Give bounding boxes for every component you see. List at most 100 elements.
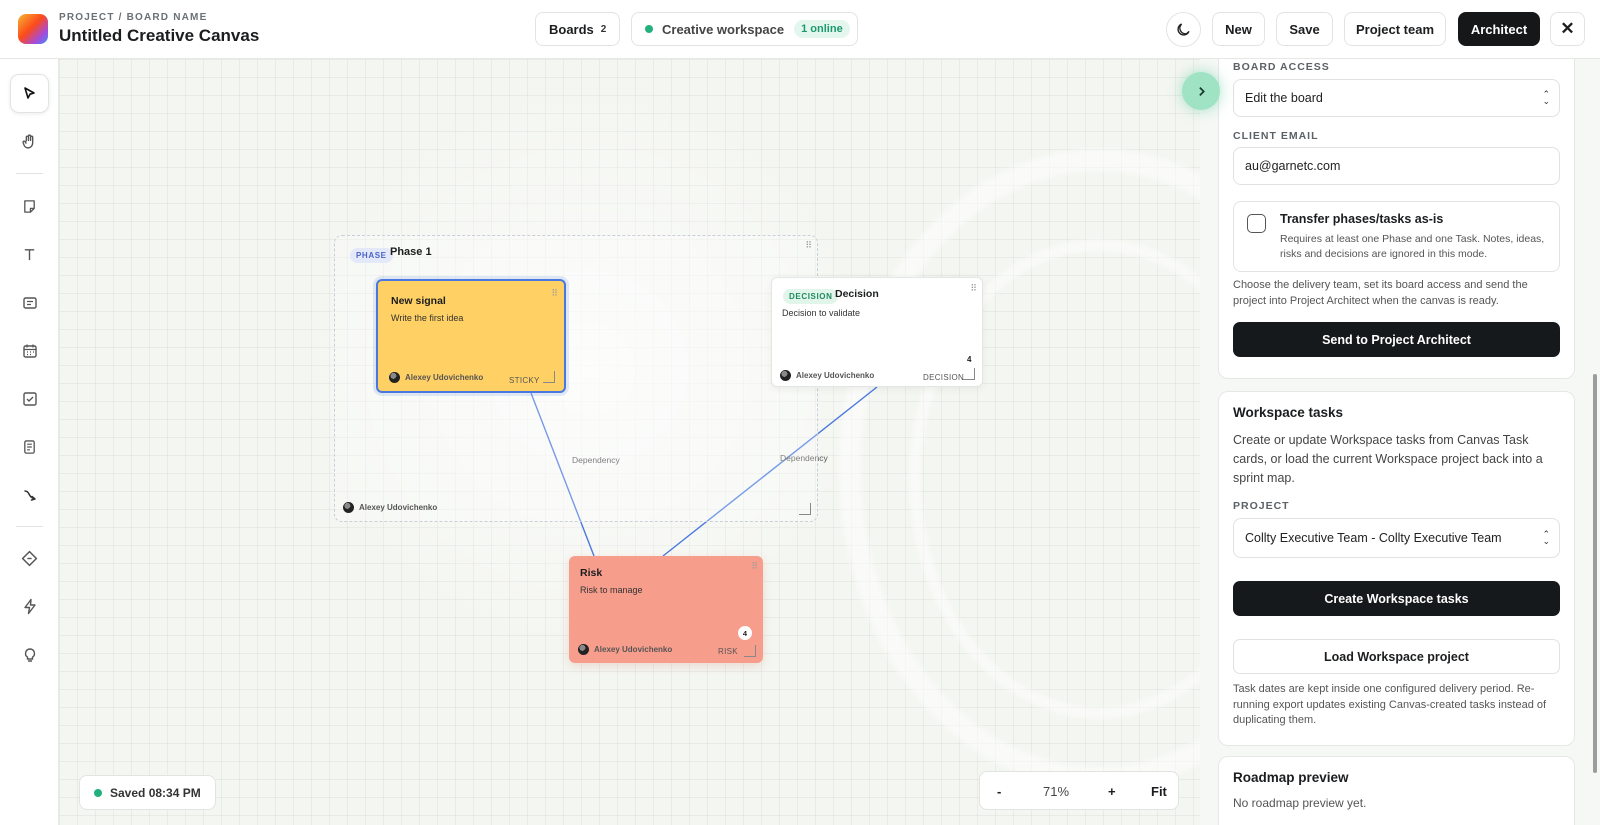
tool-text[interactable] <box>10 235 49 274</box>
tool-card[interactable] <box>10 283 49 322</box>
chevron-updown-icon: ⌃⌄ <box>1542 529 1550 546</box>
lightning-icon <box>23 598 36 615</box>
connection-layer <box>530 386 878 557</box>
text-icon <box>24 249 35 261</box>
tool-document[interactable] <box>10 427 49 466</box>
workspace-tasks-section <box>1218 391 1575 746</box>
document-icon <box>24 439 35 454</box>
close-button[interactable]: ✕ <box>1550 12 1585 46</box>
client-email-field[interactable]: au@garnetc.com <box>1233 147 1560 185</box>
card-type-label: STICKY <box>509 376 540 385</box>
tool-sticky[interactable] <box>10 187 49 226</box>
tool-pan[interactable] <box>10 122 49 161</box>
board-access-select[interactable]: Edit the board ⌃⌄ <box>1233 79 1560 117</box>
client-email-label: CLIENT EMAIL <box>1233 130 1319 142</box>
zoom-level: 71% <box>1043 784 1070 799</box>
panel-scrollbar[interactable] <box>1593 374 1597 773</box>
load-workspace-project-button[interactable]: Load Workspace project <box>1233 639 1560 674</box>
workspace-presence[interactable]: Creative workspace 1 online <box>631 12 858 46</box>
board-canvas[interactable]: Dependency Dependency PHASE Phase 1 ⠿ Al… <box>59 59 1200 825</box>
transfer-title: Transfer phases/tasks as-is <box>1280 212 1444 226</box>
card-description[interactable]: Risk to manage <box>580 585 643 595</box>
tool-risk[interactable] <box>10 587 49 626</box>
drag-handle-icon[interactable]: ⠿ <box>805 240 812 250</box>
saved-label: Saved 08:34 PM <box>110 785 201 800</box>
avatar <box>389 372 400 383</box>
zoom-controls: - 71% + Fit <box>979 771 1179 810</box>
dates-note: Task dates are kept inside one configure… <box>1233 683 1547 726</box>
panel-collapse-button[interactable] <box>1182 72 1220 110</box>
card-description[interactable]: Write the first idea <box>391 313 464 323</box>
transfer-description: Requires at least one Phase and one Task… <box>1280 233 1545 260</box>
edge-label: Dependency <box>572 455 620 465</box>
drag-handle-icon[interactable]: ⠿ <box>970 283 977 293</box>
avatar <box>343 502 354 513</box>
boards-label: Boards <box>549 21 594 37</box>
phase-owner: Alexey Udovichenko <box>343 502 437 513</box>
resize-handle[interactable] <box>744 645 756 657</box>
roadmap-title: Roadmap preview <box>1233 770 1349 785</box>
card-type-label: DECISION <box>923 373 965 382</box>
zoom-in-button[interactable]: + <box>1108 784 1116 799</box>
card-count: 4 <box>967 355 972 364</box>
sticky-card[interactable]: New signal Write the first idea ⠿ Alexey… <box>376 279 566 393</box>
tool-select[interactable] <box>10 74 49 113</box>
save-button[interactable]: Save <box>1276 12 1333 46</box>
tool-task[interactable] <box>10 379 49 418</box>
phase-title[interactable]: Phase 1 <box>390 246 432 258</box>
tool-idea[interactable] <box>10 636 49 675</box>
transfer-option[interactable]: Transfer phases/tasks as-is Requires at … <box>1233 201 1560 272</box>
drag-handle-icon[interactable]: ⠿ <box>751 561 758 571</box>
transfer-checkbox[interactable] <box>1247 214 1266 233</box>
tool-sidebar <box>0 59 59 825</box>
chevron-right-icon <box>1198 86 1205 96</box>
online-badge: 1 online <box>794 20 850 38</box>
decision-badge: DECISION <box>783 289 839 304</box>
decision-card[interactable]: DECISION Decision Decision to validate ⠿… <box>771 277 983 387</box>
owner-name: Alexey Udovichenko <box>405 373 484 382</box>
board-access-value: Edit the board <box>1245 91 1323 105</box>
diamond-icon <box>21 550 38 567</box>
card-description[interactable]: Decision to validate <box>782 308 861 318</box>
drag-handle-icon[interactable]: ⠿ <box>551 288 558 298</box>
card-title[interactable]: Decision <box>835 288 879 300</box>
delivery-note: Choose the delivery team, set its board … <box>1233 279 1528 307</box>
checkbox-icon <box>22 391 37 406</box>
resize-handle[interactable] <box>543 371 555 383</box>
create-workspace-tasks-button[interactable]: Create Workspace tasks <box>1233 581 1560 616</box>
saved-dot <box>94 788 102 797</box>
owner-name: Alexey Udovichenko <box>796 371 875 380</box>
theme-toggle-button[interactable] <box>1166 12 1201 47</box>
tool-decision[interactable] <box>10 539 49 578</box>
project-select[interactable]: Collty Executive Team - Collty Executive… <box>1233 518 1560 558</box>
card-title[interactable]: Risk <box>580 567 603 579</box>
top-bar: PROJECT / BOARD NAME Untitled Creative C… <box>0 0 1600 59</box>
tool-calendar[interactable] <box>10 331 49 370</box>
architect-button[interactable]: Architect <box>1458 12 1540 46</box>
resize-handle[interactable] <box>799 503 811 515</box>
card-owner: Alexey Udovichenko <box>578 644 672 655</box>
dependency-edge[interactable] <box>662 386 878 557</box>
owner-name: Alexey Udovichenko <box>594 645 673 654</box>
risk-card[interactable]: Risk Risk to manage ⠿ 4 Alexey Udovichen… <box>569 556 763 663</box>
project-eyebrow: PROJECT / BOARD NAME <box>59 12 208 23</box>
tool-connector[interactable] <box>10 475 49 514</box>
card-title[interactable]: New signal <box>391 295 446 307</box>
phase-badge: PHASE <box>350 248 393 263</box>
boards-button[interactable]: Boards 2 <box>535 12 620 46</box>
resize-handle[interactable] <box>963 368 975 380</box>
new-button[interactable]: New <box>1212 12 1265 46</box>
project-team-button[interactable]: Project team <box>1344 12 1446 46</box>
send-to-project-architect-button[interactable]: Send to Project Architect <box>1233 322 1560 357</box>
avatar <box>780 370 791 381</box>
zoom-out-button[interactable]: - <box>997 784 1002 799</box>
edge-label: Dependency <box>780 453 828 463</box>
hand-icon <box>22 134 34 149</box>
fit-button[interactable]: Fit <box>1151 784 1167 799</box>
dependency-edge[interactable] <box>530 392 595 557</box>
close-icon: ✕ <box>1560 19 1575 38</box>
board-title[interactable]: Untitled Creative Canvas <box>59 26 260 45</box>
workspace-tasks-title: Workspace tasks <box>1233 405 1344 420</box>
calendar-icon <box>22 344 37 358</box>
